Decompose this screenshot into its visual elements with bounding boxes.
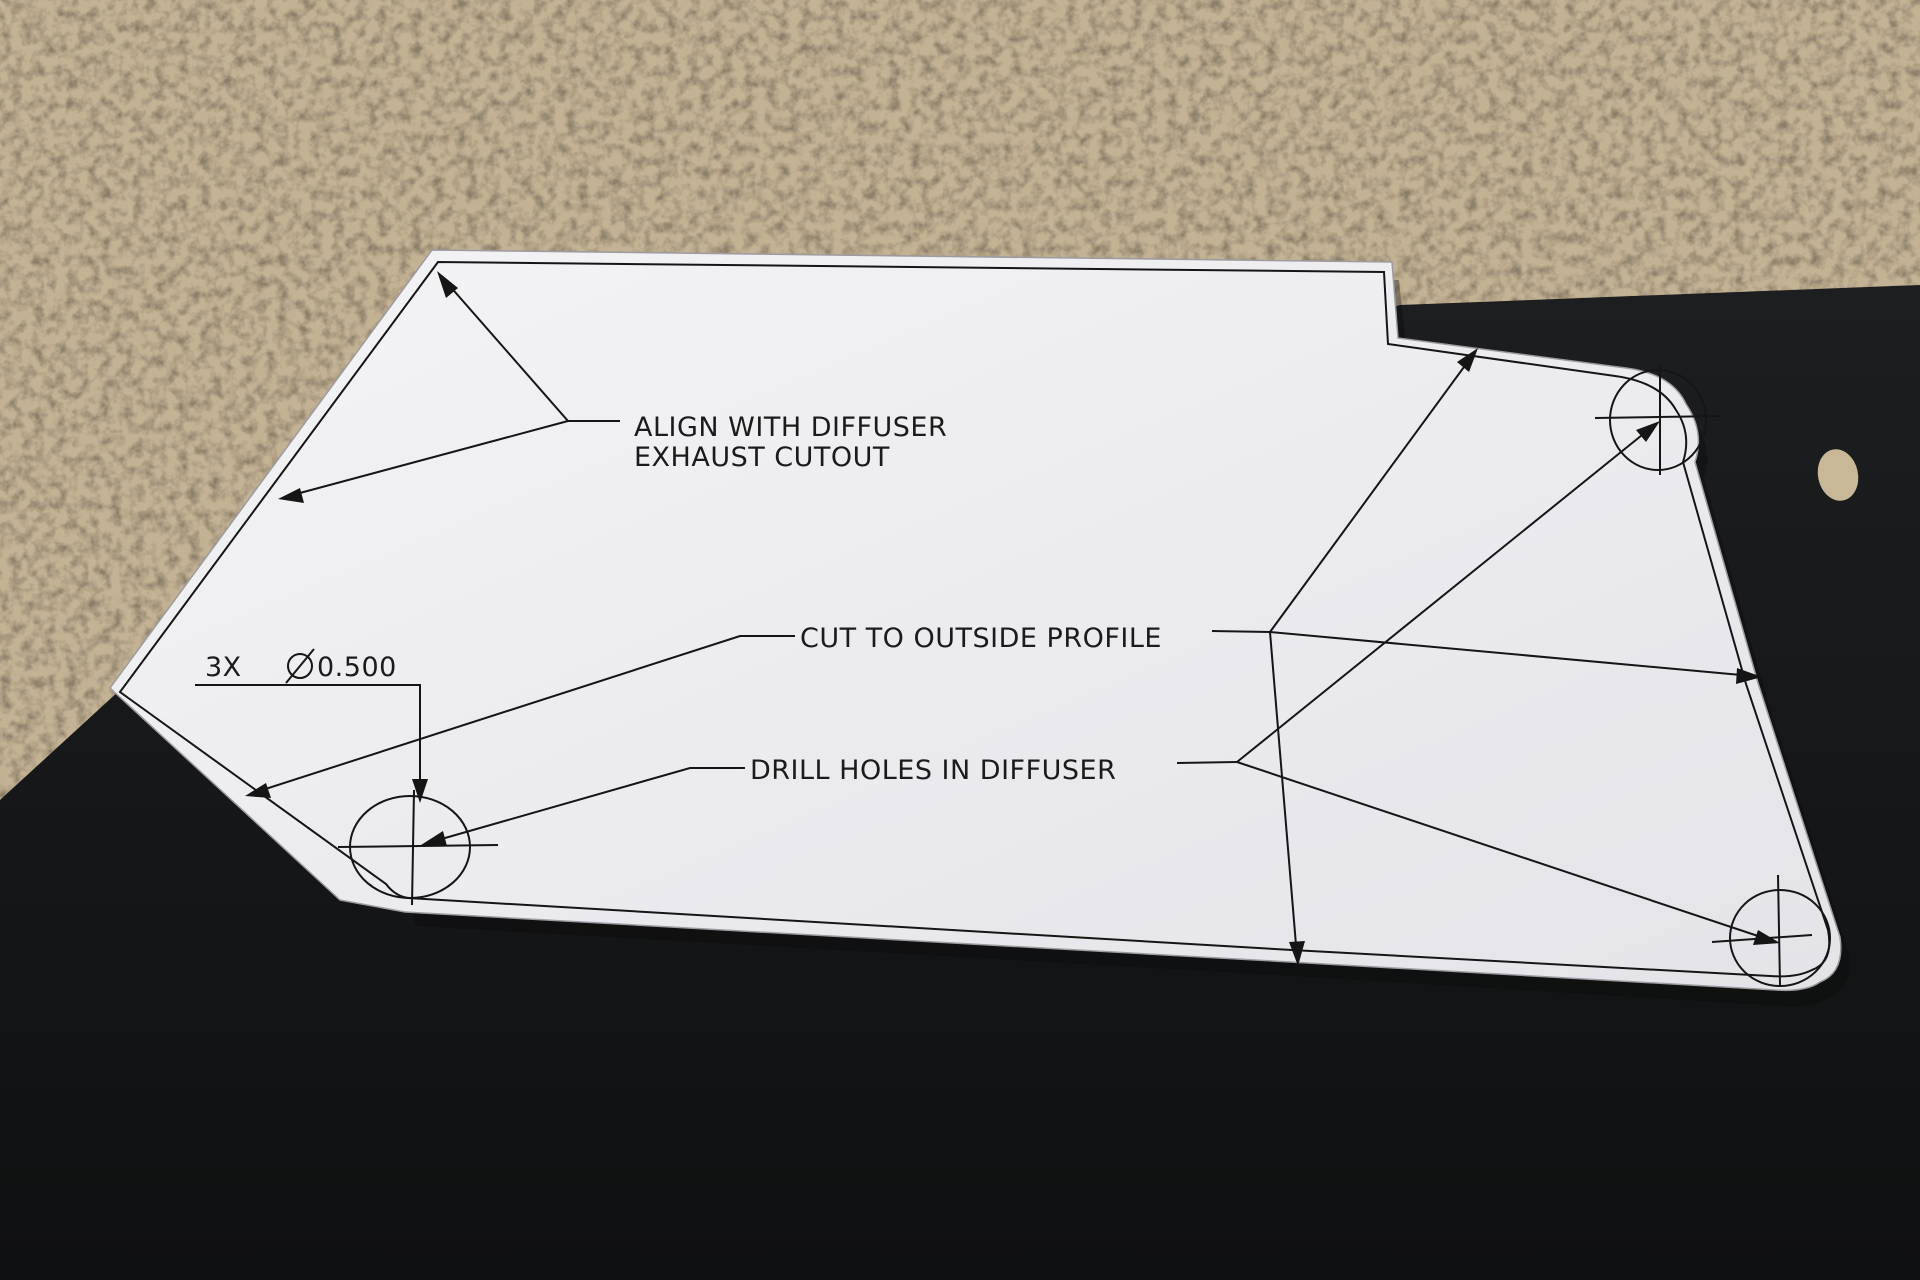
hole-spec-leader — [195, 684, 428, 803]
drill-label: DRILL HOLES IN DIFFUSER — [750, 755, 1116, 786]
align-label: ALIGN WITH DIFFUSER EXHAUST CUTOUT — [634, 412, 947, 473]
cut-leaders — [245, 348, 1762, 966]
paper-sheet — [108, 249, 1842, 992]
cut-label: CUT TO OUTSIDE PROFILE — [800, 623, 1162, 654]
hole-spec-count: 3X — [205, 652, 242, 683]
drill-leaders — [421, 421, 1780, 945]
hole-top-right — [1594, 365, 1723, 475]
diameter-symbol-icon — [285, 648, 315, 684]
hole-left — [337, 789, 499, 906]
align-leaders — [278, 271, 620, 503]
hole-spec-diameter: 0.500 — [317, 652, 397, 683]
align-label-line-2: EXHAUST CUTOUT — [634, 442, 890, 473]
paper-template — [108, 249, 1850, 1007]
hole-spec-label: 3X 0.500 — [205, 648, 397, 684]
align-label-line-1: ALIGN WITH DIFFUSER — [634, 412, 947, 443]
panel-slot-hole — [1817, 449, 1859, 501]
